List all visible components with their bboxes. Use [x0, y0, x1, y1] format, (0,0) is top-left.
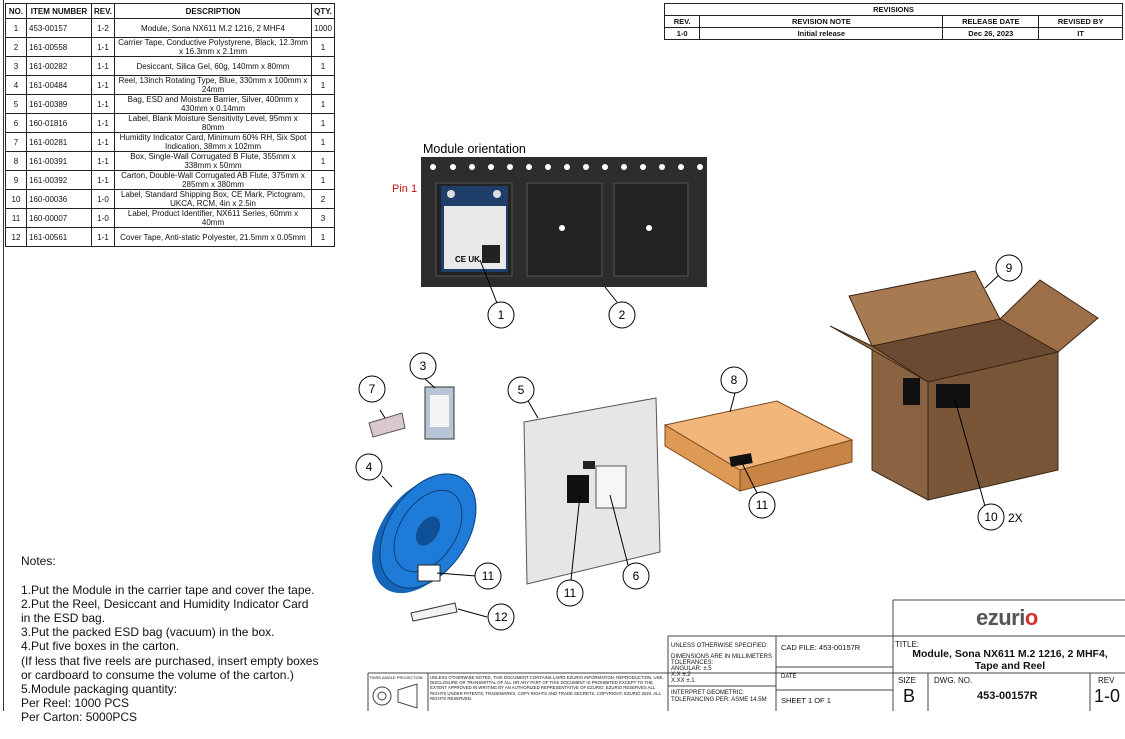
drawing-title: Module, Sona NX611 M.2 1216, 2 MHF4, Tap…: [912, 648, 1108, 672]
module-orientation-title: Module orientation: [423, 142, 526, 156]
third-angle-projection-icon: [372, 683, 418, 709]
rev-by-value: IT: [1038, 27, 1123, 40]
bom-header-qty: QTY.: [311, 3, 335, 19]
unless-specified: UNLESS OTHERWISE SPECIFIED:: [671, 643, 768, 649]
note-line: Per Carton: 5000PCS: [21, 710, 138, 725]
title-label: TITLE:: [895, 640, 920, 649]
rev-value: 1-0: [663, 27, 701, 40]
rev-date-value: Dec 26, 2023: [942, 27, 1040, 40]
size-value: B: [903, 686, 916, 706]
leader-1: [479, 259, 498, 304]
note-line: 2.Put the Reel, Desiccant and Humidity I…: [21, 596, 309, 611]
esd-bag: [523, 397, 661, 585]
reel: [372, 473, 477, 594]
tolerancing-per: TOLERANCING PER: ASME 14.5M: [671, 697, 767, 703]
note-line: or cardboard to consume the volume of th…: [21, 667, 294, 682]
module-ce-mark: CE UK: [455, 255, 480, 264]
callout-4: 4: [366, 460, 373, 474]
callout-1: 1: [498, 308, 505, 322]
callout-8: 8: [731, 373, 738, 387]
callout-9: 9: [1006, 261, 1013, 275]
tolerance-angular: ANGULAR: ±.5: [671, 666, 712, 672]
notes-title: Notes:: [21, 554, 56, 569]
tolerance-xxx: X.XX ±.1: [671, 678, 695, 684]
rev-note-value: Initial release: [699, 27, 944, 40]
sheet-number: SHEET 1 OF 1: [781, 696, 831, 705]
note-line: 5.Module packaging quantity:: [21, 682, 178, 697]
bag-msl-label: [595, 465, 627, 509]
cover-tape: [410, 602, 458, 622]
note-line: in the ESD bag.: [21, 611, 106, 626]
callout-7: 7: [369, 382, 376, 396]
bom-cell-desc: Carton, Double-Wall Corrugated AB Flute,…: [114, 170, 312, 190]
date-label: DATE: [781, 674, 797, 680]
pin1-label: Pin 1: [392, 183, 417, 195]
rev-label: REV: [1098, 676, 1115, 685]
bag-product-label: [567, 475, 589, 503]
note-line: 1.Put the Module in the carrier tape and…: [21, 582, 315, 597]
bom-header-row: NO. ITEM NUMBER REV. DESCRIPTION QTY.: [5, 3, 335, 19]
callout-10: 10: [984, 510, 998, 524]
inner-box-front: [739, 439, 853, 492]
callout-11-reel: 11: [482, 569, 495, 583]
note-line: 3.Put the packed ESD bag (vacuum) in the…: [21, 625, 275, 640]
leader-2: [604, 286, 618, 303]
note-line: 4.Put five boxes in the carton.: [21, 639, 180, 654]
callout-5: 5: [518, 383, 525, 397]
callout-11-box: 11: [756, 498, 769, 512]
drawing-border-left: [3, 0, 4, 711]
humidity-indicator-card: [368, 412, 406, 438]
callout-2: 2: [619, 308, 626, 322]
callout-6: 6: [633, 569, 640, 583]
interpret-geometric: INTERPRET GEOMETRIC: [671, 690, 743, 696]
revisions-table: REVISIONS REV. REVISION NOTE RELEASE DAT…: [663, 3, 1123, 40]
ezurio-logo: ezurio: [976, 605, 1038, 630]
sprocket-holes: [430, 164, 703, 170]
bom-cell-qty: 1: [311, 75, 335, 95]
callout-3: 3: [420, 359, 427, 373]
callout-12: 12: [494, 610, 508, 624]
bom-cell-qty: 1: [311, 227, 335, 247]
bom-cell-qty: 1: [311, 113, 335, 133]
module-qr-code: [482, 245, 500, 263]
shipping-carton: [829, 270, 1099, 501]
callout-11-bag: 11: [564, 586, 577, 600]
assembly-notes: Notes: 1.Put the Module in the carrier t…: [21, 540, 318, 739]
tolerance-xx: X.X ±.2: [671, 672, 691, 678]
dwg-no-label: DWG. NO.: [934, 676, 973, 685]
rev-value-tb: 1-0: [1094, 686, 1121, 706]
title-block-frame: [367, 599, 1125, 711]
bom-cell-qty: 1: [311, 56, 335, 76]
cad-file: CAD FILE: 453-00157R: [781, 643, 861, 652]
legal-notice: UNLESS OTHERWISE NOTED, THIS DOCUMENT CO…: [430, 675, 664, 701]
note-line: (If less that five reels are purchased, …: [21, 653, 319, 668]
note-line: Per Reel: 1000 PCS: [21, 696, 130, 711]
bom-cell-desc: Humidity Indicator Card, Minimum 60% RH,…: [114, 132, 312, 152]
dims-mm: DIMENSIONS ARE IN MILLIMETERS: [671, 654, 773, 660]
size-label: SIZE: [898, 676, 916, 685]
callout-10-qty: 2X: [1008, 511, 1023, 525]
tolerances-label: TOLERANCES:: [671, 660, 714, 666]
packaging-illustration: Module orientation Pin 1 CE UK: [355, 142, 1125, 711]
third-angle-label: THIRD ANGLE PROJECTION: [369, 675, 423, 680]
dwg-no-value: 453-00157R: [977, 690, 1038, 702]
